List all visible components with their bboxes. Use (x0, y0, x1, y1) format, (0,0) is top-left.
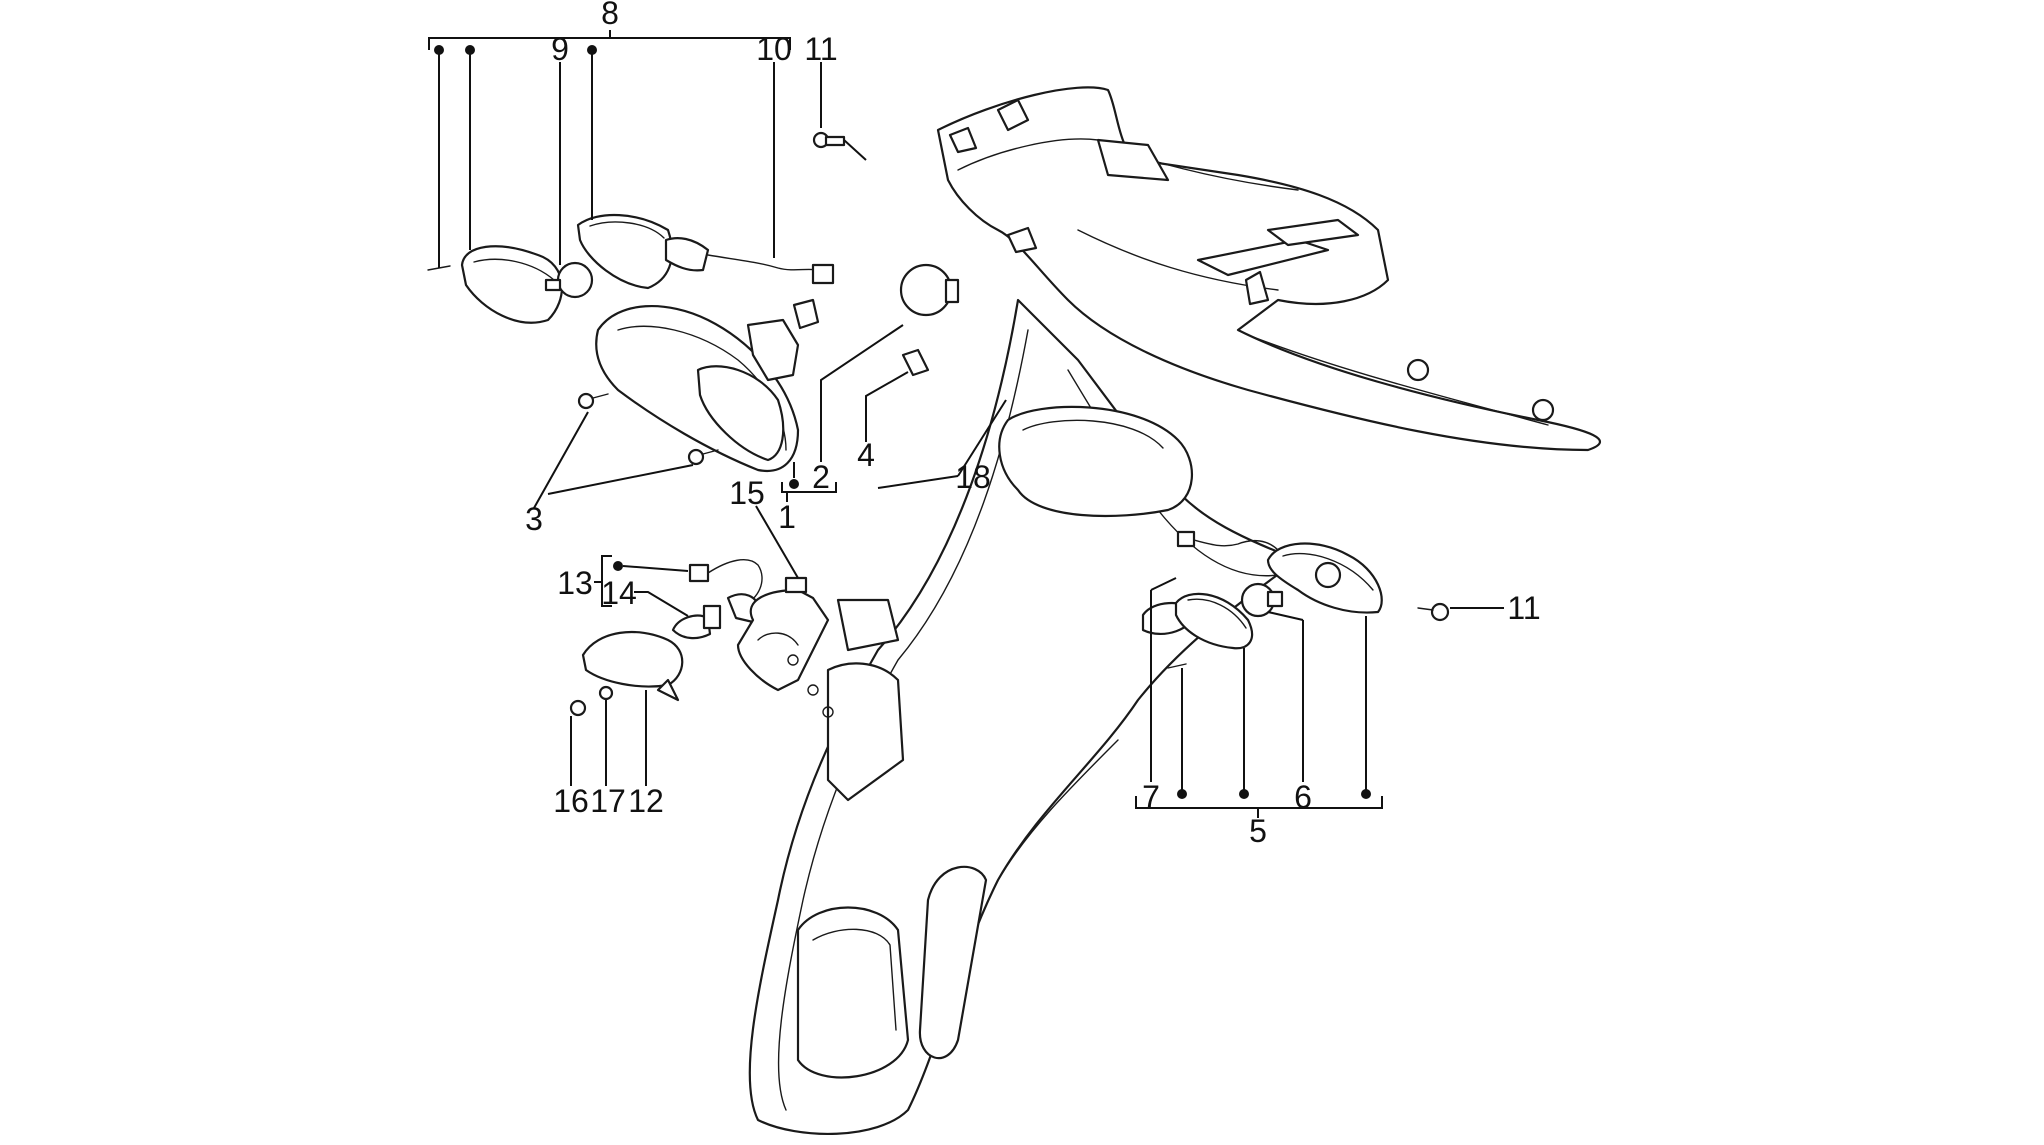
callout-15: 15 (729, 475, 765, 511)
tail-seat-cowl (936, 86, 1602, 452)
exploded-parts-diagram: 8 9 10 11 2 1 4 18 3 15 13 14 16 17 12 7… (238, 0, 1806, 1145)
callout-10: 10 (756, 31, 792, 67)
callout-2: 2 (812, 459, 830, 495)
callout-11-top: 11 (804, 31, 837, 67)
callout-16: 16 (553, 783, 589, 819)
rear-fender-undertail (748, 298, 1300, 1136)
callout-17: 17 (590, 783, 626, 819)
callout-1: 1 (778, 499, 796, 535)
callout-18: 18 (955, 459, 991, 495)
tail-light-assembly (577, 263, 960, 473)
bracket-8 (428, 37, 791, 50)
callout-7: 7 (1142, 779, 1160, 815)
callout-5: 5 (1249, 813, 1267, 849)
callout-12: 12 (628, 783, 664, 819)
callout-14: 14 (601, 575, 637, 611)
callout-3: 3 (525, 501, 543, 537)
callout-13: 13 (557, 565, 593, 601)
bracket-1 (781, 482, 837, 493)
license-light-assembly (569, 559, 834, 718)
callout-6: 6 (1294, 779, 1312, 815)
callout-11-right: 11 (1507, 590, 1540, 626)
diagram-canvas: 8 9 10 11 2 1 4 18 3 15 13 14 16 17 12 7… (427, 0, 1602, 1136)
callout-8: 8 (601, 0, 619, 31)
callout-4: 4 (857, 437, 875, 473)
bracket-5 (1135, 796, 1383, 809)
left-indicator-assembly (427, 131, 846, 324)
right-indicator-assembly (1167, 530, 1450, 669)
callout-9: 9 (551, 31, 569, 67)
